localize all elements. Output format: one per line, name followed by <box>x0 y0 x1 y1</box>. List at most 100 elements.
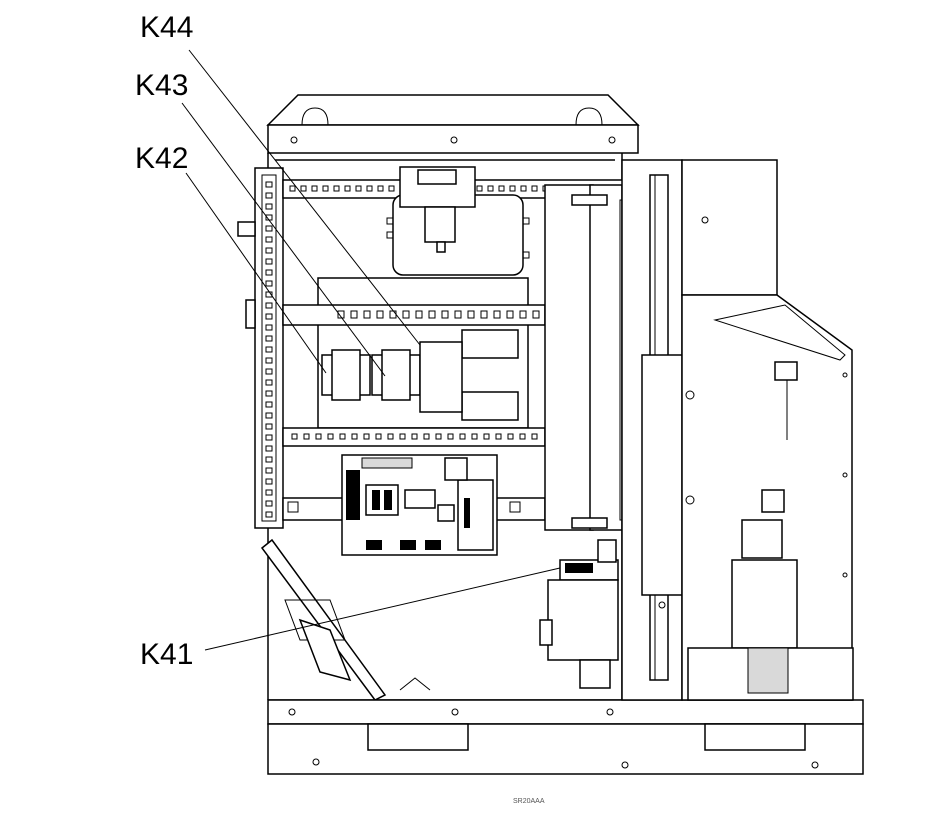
rail-hole <box>519 433 526 440</box>
rail-hole <box>428 310 436 319</box>
rail-hole <box>339 433 346 440</box>
rail-hole <box>366 185 373 192</box>
rail-hole <box>493 310 501 319</box>
door-hole <box>265 346 273 353</box>
rail-hole <box>415 310 423 319</box>
door-hole <box>265 500 273 507</box>
rail-hole <box>531 433 538 440</box>
door-hole <box>265 368 273 375</box>
door-hole <box>265 478 273 485</box>
lower-din-rail <box>282 427 546 447</box>
rail-hole <box>351 433 358 440</box>
rail-hole <box>291 433 298 440</box>
rail-hole <box>476 185 483 192</box>
door-hole <box>265 434 273 441</box>
door-hole <box>265 324 273 331</box>
rail-hole <box>350 310 358 319</box>
rail-hole <box>337 310 345 319</box>
door-hole <box>265 269 273 276</box>
rail-hole <box>483 433 490 440</box>
door-hole <box>265 456 273 463</box>
door-hole <box>265 445 273 452</box>
door-hole <box>265 225 273 232</box>
control-board <box>282 454 546 556</box>
rail-hole <box>532 310 540 319</box>
rail-hole <box>363 433 370 440</box>
rail-hole <box>520 185 527 192</box>
label-k42: K42 <box>135 142 188 175</box>
door-hole <box>265 335 273 342</box>
door-hole <box>265 390 273 397</box>
rail-hole <box>498 185 505 192</box>
rail-hole <box>480 310 488 319</box>
leader-k42 <box>185 172 327 374</box>
rail-hole <box>487 185 494 192</box>
open-door <box>237 167 284 529</box>
rail-hole <box>376 310 384 319</box>
door-hole <box>265 280 273 287</box>
rail-hole <box>344 185 351 192</box>
label-k41: K41 <box>140 638 193 671</box>
rail-hole <box>303 433 310 440</box>
rail-hole <box>423 433 430 440</box>
rail-hole <box>289 185 296 192</box>
rail-hole <box>411 433 418 440</box>
rail-hole <box>327 433 334 440</box>
rail-hole <box>363 310 371 319</box>
door-hole <box>265 181 273 188</box>
door-hole <box>265 423 273 430</box>
leader-k44 <box>188 49 421 346</box>
rail-hole <box>495 433 502 440</box>
rail-hole <box>300 185 307 192</box>
right-compartment <box>621 159 854 701</box>
rail-hole <box>506 310 514 319</box>
rail-hole <box>459 433 466 440</box>
rail-hole <box>471 433 478 440</box>
rail-hole <box>375 433 382 440</box>
rail-hole <box>333 185 340 192</box>
rail-hole <box>355 185 362 192</box>
rail-hole <box>509 185 516 192</box>
door-hole <box>265 258 273 265</box>
rail-hole <box>435 433 442 440</box>
rail-hole <box>507 433 514 440</box>
rail-hole <box>454 310 462 319</box>
leader-lines <box>181 49 561 651</box>
rail-hole <box>531 185 538 192</box>
door-hole <box>265 203 273 210</box>
door-hole <box>265 357 273 364</box>
door-hole <box>265 302 273 309</box>
rail-hole <box>388 185 395 192</box>
rail-hole <box>315 433 322 440</box>
label-k44: K44 <box>140 11 193 44</box>
door-hole <box>265 401 273 408</box>
rail-hole <box>447 433 454 440</box>
door-hole <box>265 236 273 243</box>
gas-valve <box>539 539 619 689</box>
rail-hole <box>519 310 527 319</box>
rail-hole <box>311 185 318 192</box>
top-cover <box>266 94 640 154</box>
rail-hole <box>402 310 410 319</box>
base <box>267 699 864 775</box>
rail-hole <box>377 185 384 192</box>
rail-hole <box>441 310 449 319</box>
door-hole <box>265 489 273 496</box>
rail-hole <box>387 433 394 440</box>
door-hole <box>265 412 273 419</box>
rail-hole <box>467 310 475 319</box>
relay-panel <box>282 277 546 429</box>
rail-hole <box>399 433 406 440</box>
top-transformer <box>386 166 530 276</box>
door-hole <box>265 379 273 386</box>
drawing-code: SR20AAA <box>513 798 545 805</box>
door-hole <box>265 247 273 254</box>
door-hole <box>265 467 273 474</box>
door-hole <box>265 511 273 518</box>
rail-hole <box>322 185 329 192</box>
door-hole <box>265 192 273 199</box>
leader-k41 <box>204 567 561 651</box>
door-hole <box>265 313 273 320</box>
